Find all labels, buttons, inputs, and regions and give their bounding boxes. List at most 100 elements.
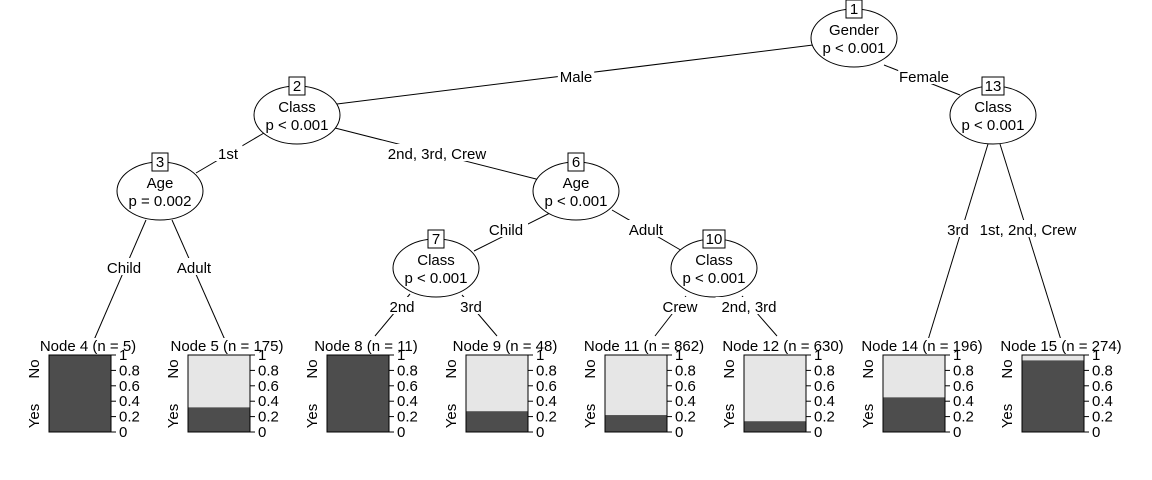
axis-tick-label: 0.8 <box>814 362 835 379</box>
bar-label-no: No <box>26 359 43 378</box>
axis-tick-label: 0.4 <box>675 393 696 410</box>
node-split-variable: Class <box>417 252 455 269</box>
node-p-value: p < 0.001 <box>266 117 329 134</box>
terminal-node-title: Node 9 (n = 48) <box>453 338 558 355</box>
axis-tick-label: 1 <box>1092 347 1100 364</box>
bar-segment-yes <box>49 355 111 432</box>
terminal-node-title: Node 12 (n = 630) <box>722 338 843 355</box>
edge-3-4 <box>93 219 147 341</box>
edge-label-10-12: 2nd, 3rd <box>721 299 776 316</box>
bar-segment-yes <box>327 355 389 432</box>
node-p-value: p < 0.001 <box>683 270 746 287</box>
node-id-box <box>151 152 169 172</box>
axis-tick-label: 0.4 <box>258 393 279 410</box>
axis-tick-label: 0.6 <box>119 378 140 395</box>
axis-tick-label: 1 <box>258 347 266 364</box>
bar-label-no: No <box>304 359 321 378</box>
bar-label-yes: Yes <box>860 404 877 428</box>
bar-segment-yes <box>466 411 528 432</box>
node-id-box <box>845 0 863 19</box>
axis-tick-label: 0.6 <box>536 378 557 395</box>
edge-label-10-11: Crew <box>662 299 697 316</box>
edge-label-background <box>557 67 595 84</box>
axis-tick-label: 0.4 <box>1092 393 1113 410</box>
bar-label-yes: Yes <box>26 404 43 428</box>
axis-tick-label: 0 <box>119 424 127 441</box>
bar-label-no: No <box>582 359 599 378</box>
axis-tick-label: 0.6 <box>953 378 974 395</box>
axis-tick-label: 0.2 <box>536 409 557 426</box>
terminal-title-background <box>1000 338 1118 354</box>
terminal-node-title: Node 14 (n = 196) <box>861 338 982 355</box>
axis-tick-label: 1 <box>397 347 405 364</box>
terminal-title-background <box>583 338 701 354</box>
node-id-label: 3 <box>156 154 164 171</box>
node-id-label: 10 <box>706 231 723 248</box>
axis-tick-label: 0.8 <box>258 362 279 379</box>
node-id-box <box>567 152 585 172</box>
axis-tick-label: 0.2 <box>258 409 279 426</box>
bar-segment-no <box>466 355 528 412</box>
axis-tick-label: 1 <box>953 347 961 364</box>
terminal-node-title: Node 15 (n = 274) <box>1000 338 1121 355</box>
axis-tick-label: 0 <box>814 424 822 441</box>
terminal-node-title: Node 4 (n = 5) <box>40 338 136 355</box>
bar-label-no: No <box>999 359 1016 378</box>
node-id-label: 1 <box>850 1 858 18</box>
edge-label-7-9: 3rd <box>460 299 482 316</box>
edge-label-2-3: 1st <box>218 146 239 163</box>
axis-tick-label: 0.8 <box>536 362 557 379</box>
node-p-value: p < 0.001 <box>962 117 1025 134</box>
axis-tick-label: 1 <box>536 347 544 364</box>
bar-label-no: No <box>443 359 460 378</box>
bar-label-yes: Yes <box>999 404 1016 428</box>
edge-label-13-14: 3rd <box>947 222 969 239</box>
node-split-variable: Age <box>147 175 174 192</box>
edge-label-6-10: Adult <box>629 222 664 239</box>
terminal-title-background <box>722 338 840 354</box>
axis-tick-label: 0.4 <box>953 393 974 410</box>
terminal-title-background <box>27 338 145 354</box>
axis-tick-label: 0.2 <box>953 409 974 426</box>
edge-label-background <box>943 220 973 237</box>
edge-label-7-8: 2nd <box>389 299 414 316</box>
edge-13-14 <box>927 143 989 341</box>
edge-label-13-15: 1st, 2nd, Crew <box>980 222 1077 239</box>
terminal-node-title: Node 8 (n = 11) <box>314 338 418 355</box>
bar-label-yes: Yes <box>582 404 599 428</box>
axis-tick-label: 0.2 <box>814 409 835 426</box>
node-p-value: p = 0.002 <box>129 193 192 210</box>
node-id-box <box>981 76 1005 96</box>
axis-tick-label: 1 <box>675 347 683 364</box>
axis-tick-label: 0.8 <box>119 362 140 379</box>
edge-label-background <box>387 297 417 314</box>
axis-tick-label: 0 <box>675 424 683 441</box>
bar-segment-yes <box>883 397 945 432</box>
edge-label-1-2: Male <box>560 69 593 86</box>
node-p-value: p < 0.001 <box>545 193 608 210</box>
edge-label-background <box>971 220 1085 237</box>
bar-label-no: No <box>721 359 738 378</box>
axis-tick-label: 0.6 <box>1092 378 1113 395</box>
bar-segment-yes <box>188 407 250 432</box>
axis-tick-label: 0 <box>258 424 266 441</box>
edge-label-background <box>213 144 243 161</box>
node-id-label: 6 <box>572 154 580 171</box>
node-id-label: 13 <box>985 78 1002 95</box>
node-id-label: 2 <box>293 78 301 95</box>
